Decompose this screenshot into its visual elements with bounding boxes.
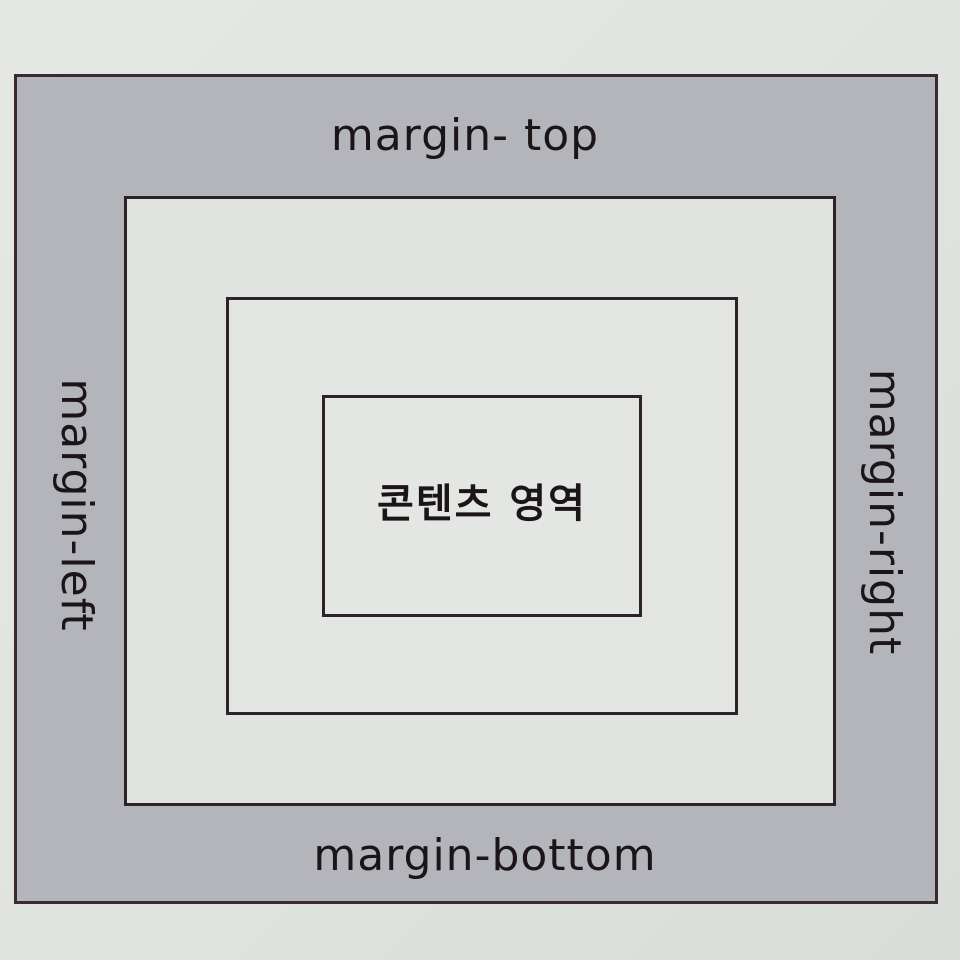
margin-bottom-label: margin-bottom bbox=[313, 830, 657, 881]
margin-left-label: margin-left bbox=[51, 378, 102, 632]
content-area-label: 콘텐츠 영역 bbox=[377, 481, 587, 527]
content-area-box bbox=[322, 395, 642, 617]
margin-top-label: margin- top bbox=[330, 110, 600, 161]
margin-right-label: margin-right bbox=[859, 368, 910, 656]
